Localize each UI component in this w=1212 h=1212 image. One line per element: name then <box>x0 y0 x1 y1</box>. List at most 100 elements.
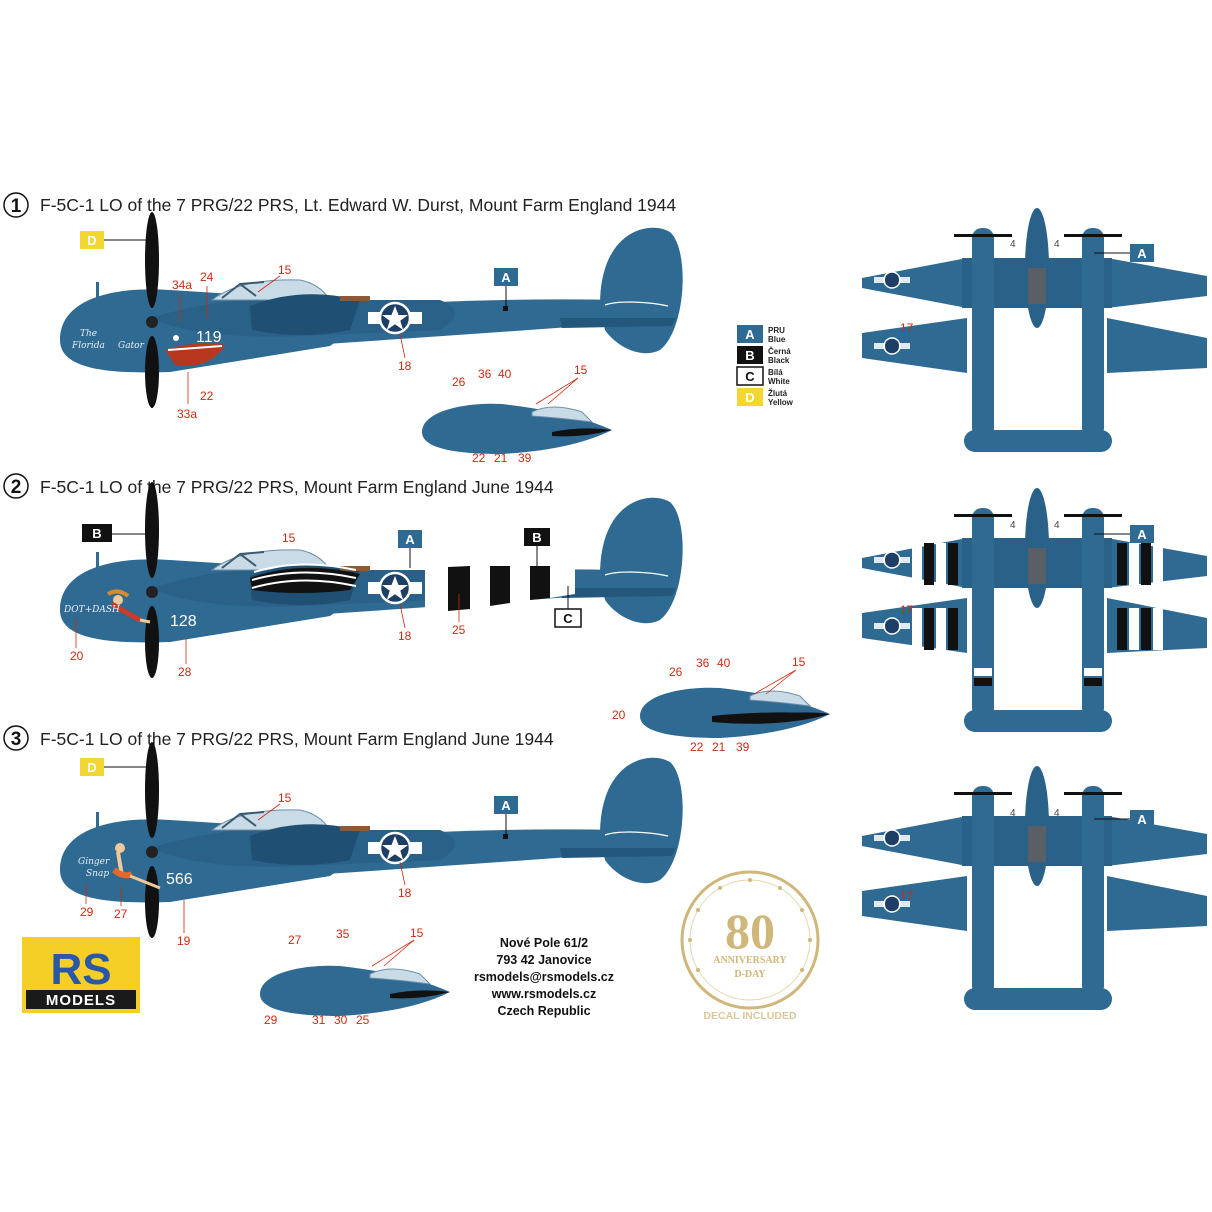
color-box-letter: B <box>532 530 541 545</box>
callout-15: 15 <box>278 263 292 277</box>
color-box-a <box>494 796 518 814</box>
callout-40: 40 <box>717 656 731 670</box>
address-line: 793 42 Janovice <box>496 953 591 967</box>
side-profile-aircraft <box>58 740 684 940</box>
cowl-stripes <box>250 563 360 593</box>
callout-19: 19 <box>177 934 191 948</box>
nose-art-text-3: Gator <box>118 341 145 351</box>
color-box-letter: A <box>1137 246 1147 261</box>
nose-art-text-2: Florida <box>71 341 105 351</box>
legend-line1: Bílá <box>768 368 783 377</box>
profile-number: 2 <box>11 477 22 498</box>
callout-20: 20 <box>70 649 84 663</box>
d-day-badge: 80 ANNIVERSARY D-DAY DECAL INCLUDED <box>680 870 820 1022</box>
callout-4: 4 <box>1010 239 1016 250</box>
callout-17: 17 <box>900 321 914 335</box>
callout-4: 4 <box>1054 520 1060 531</box>
badge-number: 80 <box>725 903 775 959</box>
legend-letter: B <box>745 348 754 363</box>
nose-art-text-1: The <box>80 329 97 339</box>
profile-title: F-5C-1 LO of the 7 PRG/22 PRS, Mount Far… <box>40 729 554 749</box>
nose-art-text-1: Ginger <box>78 857 110 867</box>
plan-view-aircraft <box>861 765 1208 1011</box>
callout-27: 27 <box>114 907 128 921</box>
callout-39: 39 <box>736 740 750 754</box>
callout-18: 18 <box>398 629 412 643</box>
nose-detail-view <box>259 965 451 1017</box>
side-profile-aircraft <box>58 210 684 410</box>
color-box-letter: A <box>501 270 511 285</box>
legend-item-c: C Bílá White <box>736 366 790 386</box>
callout-17: 17 <box>900 889 914 903</box>
color-box-a <box>494 268 518 286</box>
callout-22: 22 <box>472 451 486 465</box>
color-box-letter: C <box>563 611 573 626</box>
plan-view-aircraft <box>861 207 1208 453</box>
callout-22: 22 <box>690 740 704 754</box>
callout-4: 4 <box>1010 808 1016 819</box>
callout-39: 39 <box>518 451 532 465</box>
legend-letter: C <box>745 369 755 384</box>
color-box-letter: A <box>405 532 415 547</box>
callout-18: 18 <box>398 359 412 373</box>
callout-29: 29 <box>80 905 94 919</box>
callout-27: 27 <box>288 933 302 947</box>
address-email: rsmodels@rsmodels.cz <box>474 970 614 984</box>
callout-25: 25 <box>452 623 466 637</box>
callout-20: 20 <box>612 708 626 722</box>
color-legend: A PRU Blue B Černá Black C Bílá White D … <box>736 325 794 407</box>
callout-34a: 34a <box>172 278 192 292</box>
callout-15: 15 <box>278 791 292 805</box>
nose-detail-view <box>421 403 613 455</box>
callout-33a: 33a <box>177 407 197 421</box>
callout-30: 30 <box>334 1013 348 1027</box>
callout-4: 4 <box>1010 520 1016 531</box>
legend-item-a: A PRU Blue <box>737 325 786 344</box>
manufacturer-address: Nové Pole 61/2 793 42 Janovice rsmodels@… <box>474 936 614 1018</box>
tail-number: 119 <box>196 329 222 346</box>
legend-letter: D <box>745 390 754 405</box>
callout-17: 17 <box>900 603 914 617</box>
legend-line2: Blue <box>768 335 786 344</box>
nose-art-text-2: Snap <box>86 869 109 879</box>
callout-25: 25 <box>356 1013 370 1027</box>
profile-1: 1 F-5C-1 LO of the 7 PRG/22 PRS, Lt. Edw… <box>3 192 1208 465</box>
profile-title: F-5C-1 LO of the 7 PRG/22 PRS, Mount Far… <box>40 477 554 497</box>
callout-24: 24 <box>200 270 214 284</box>
callout-40: 40 <box>498 367 512 381</box>
callout-15: 15 <box>792 655 806 669</box>
color-box-letter: A <box>501 798 511 813</box>
logo-rs: RS <box>50 945 111 994</box>
color-box-a <box>1130 810 1154 828</box>
address-country: Czech Republic <box>497 1004 590 1018</box>
profile-number-circle <box>3 473 29 499</box>
profile-title: F-5C-1 LO of the 7 PRG/22 PRS, Lt. Edwar… <box>40 195 676 215</box>
profile-number: 3 <box>11 729 22 750</box>
tail-number: 566 <box>166 871 193 888</box>
callout-29: 29 <box>264 1013 278 1027</box>
color-box-a <box>1130 525 1154 543</box>
callout-35: 35 <box>336 927 350 941</box>
legend-line2: Black <box>768 356 790 365</box>
nose-art-text-1: DOT+DASH <box>63 605 120 615</box>
profile-3: 3 F-5C-1 LO of the 7 PRG/22 PRS, Mount F… <box>3 725 1208 1027</box>
legend-letter: A <box>745 327 755 342</box>
color-box-a <box>1130 244 1154 262</box>
tail-number: 128 <box>170 613 197 630</box>
address-line: Nové Pole 61/2 <box>500 936 588 950</box>
callout-15: 15 <box>574 363 588 377</box>
color-box-letter: A <box>1137 527 1147 542</box>
profile-number: 1 <box>11 196 22 217</box>
callout-21: 21 <box>712 740 726 754</box>
pinup-art <box>112 843 161 890</box>
callout-26: 26 <box>452 375 466 389</box>
legend-item-b: B Černá Black <box>737 346 791 365</box>
pinup-art <box>106 589 151 624</box>
color-box-d <box>80 231 104 249</box>
legend-line1: Černá <box>768 347 791 356</box>
shark-mouth-art <box>165 335 225 366</box>
badge-line2: D-DAY <box>734 969 766 980</box>
callout-31: 31 <box>312 1013 326 1027</box>
callout-18: 18 <box>398 886 412 900</box>
